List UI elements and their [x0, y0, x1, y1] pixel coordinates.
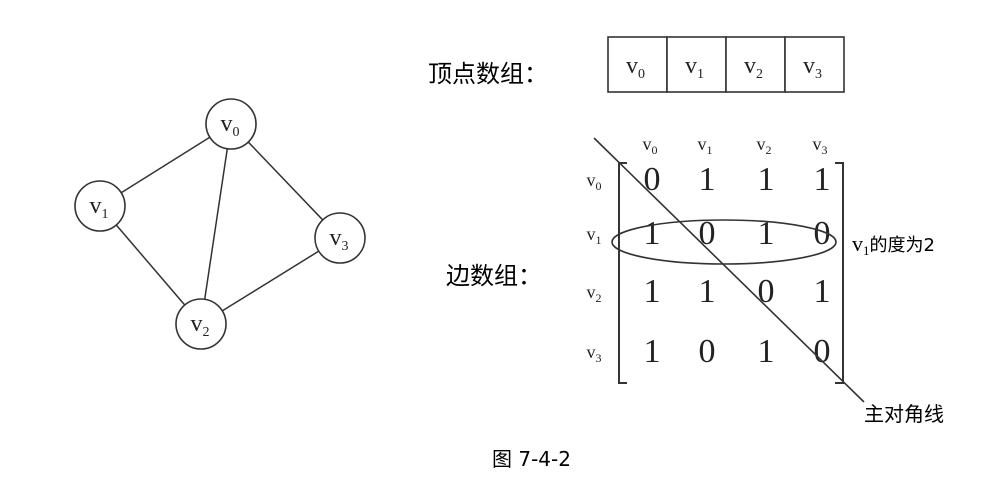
- vertex-array-cell-label-3: v3: [803, 53, 822, 82]
- vertex-v1-node: [74, 180, 126, 232]
- vertex-array-label: 顶点数组：: [428, 60, 548, 88]
- matrix-values: 0 1 1 1 1 0 1 0 1 1 0 1 1 0 1 0: [644, 161, 831, 370]
- edge-v0-v2: [203, 148, 229, 300]
- vertex-array-cell-0: [607, 36, 668, 93]
- matrix-cell-2-1: 1: [699, 273, 716, 310]
- graph-edges: [115, 136, 324, 312]
- matrix-left-bracket: [618, 162, 627, 384]
- matrix-right-bracket: [835, 162, 844, 384]
- matrix-cell-0-0: 0: [644, 161, 661, 198]
- matrix-cell-1-0: 1: [644, 215, 661, 252]
- vertex-v0-node: [205, 98, 257, 150]
- vertex-array-cell-1: [666, 36, 727, 93]
- figure-caption: 图 7-4-2: [492, 447, 571, 471]
- col-header-1: v1: [698, 134, 713, 157]
- row-header-1: v1: [587, 224, 602, 247]
- degree-note: v1的度为2: [852, 231, 935, 258]
- vertex-array-cell-label-2: v2: [744, 53, 763, 82]
- vertex-v0-label: v0: [221, 111, 240, 140]
- matrix-column-headers: v0 v1 v2 v3: [643, 134, 828, 157]
- matrix-cell-3-3: 0: [814, 333, 831, 370]
- matrix-cell-1-2: 1: [758, 215, 775, 252]
- matrix-cell-2-0: 1: [644, 273, 661, 310]
- matrix-row-headers: v0 v1 v2 v3: [587, 170, 602, 365]
- matrix-cell-0-2: 1: [758, 161, 775, 198]
- vertex-v3-node: [314, 212, 366, 264]
- vertex-v2-label: v2: [191, 311, 210, 340]
- matrix-cell-3-2: 1: [758, 333, 775, 370]
- matrix-cell-2-2: 0: [758, 273, 775, 310]
- vertex-v1-label: v1: [90, 193, 109, 222]
- vertex-v3-label: v3: [330, 225, 349, 254]
- matrix-cell-0-1: 1: [699, 161, 716, 198]
- matrix-cell-1-1: 0: [699, 215, 716, 252]
- vertex-array-cell-label-0: v0: [626, 53, 645, 82]
- row-header-3: v3: [587, 342, 602, 365]
- vertex-array-cell-label-1: v1: [685, 53, 704, 82]
- matrix-cell-3-0: 1: [644, 333, 661, 370]
- edge-v1-v2: [115, 224, 186, 306]
- col-header-2: v2: [757, 134, 772, 157]
- edge-v0-v3: [247, 141, 324, 221]
- edge-v2-v3: [221, 250, 320, 312]
- col-header-3: v3: [813, 134, 828, 157]
- matrix-cell-0-3: 1: [814, 161, 831, 198]
- vertex-array: v0 v1 v2 v3: [607, 36, 845, 93]
- vertex-array-cell-3: [784, 36, 845, 93]
- vertex-array-cell-2: [725, 36, 786, 93]
- diagonal-note: 主对角线: [864, 402, 944, 426]
- matrix-cell-2-3: 1: [814, 273, 831, 310]
- matrix-cell-1-3: 0: [814, 215, 831, 252]
- matrix-cell-3-1: 0: [699, 333, 716, 370]
- edge-v0-v1: [120, 136, 211, 194]
- vertex-v2-node: [175, 298, 227, 350]
- graph-vertices: v0 v1 v2 v3: [74, 98, 366, 350]
- main-diagonal-line: [593, 137, 865, 403]
- row-header-0: v0: [587, 170, 602, 193]
- row-header-2: v2: [587, 282, 602, 305]
- edge-array-label: 边数组：: [446, 262, 542, 290]
- col-header-0: v0: [643, 134, 658, 157]
